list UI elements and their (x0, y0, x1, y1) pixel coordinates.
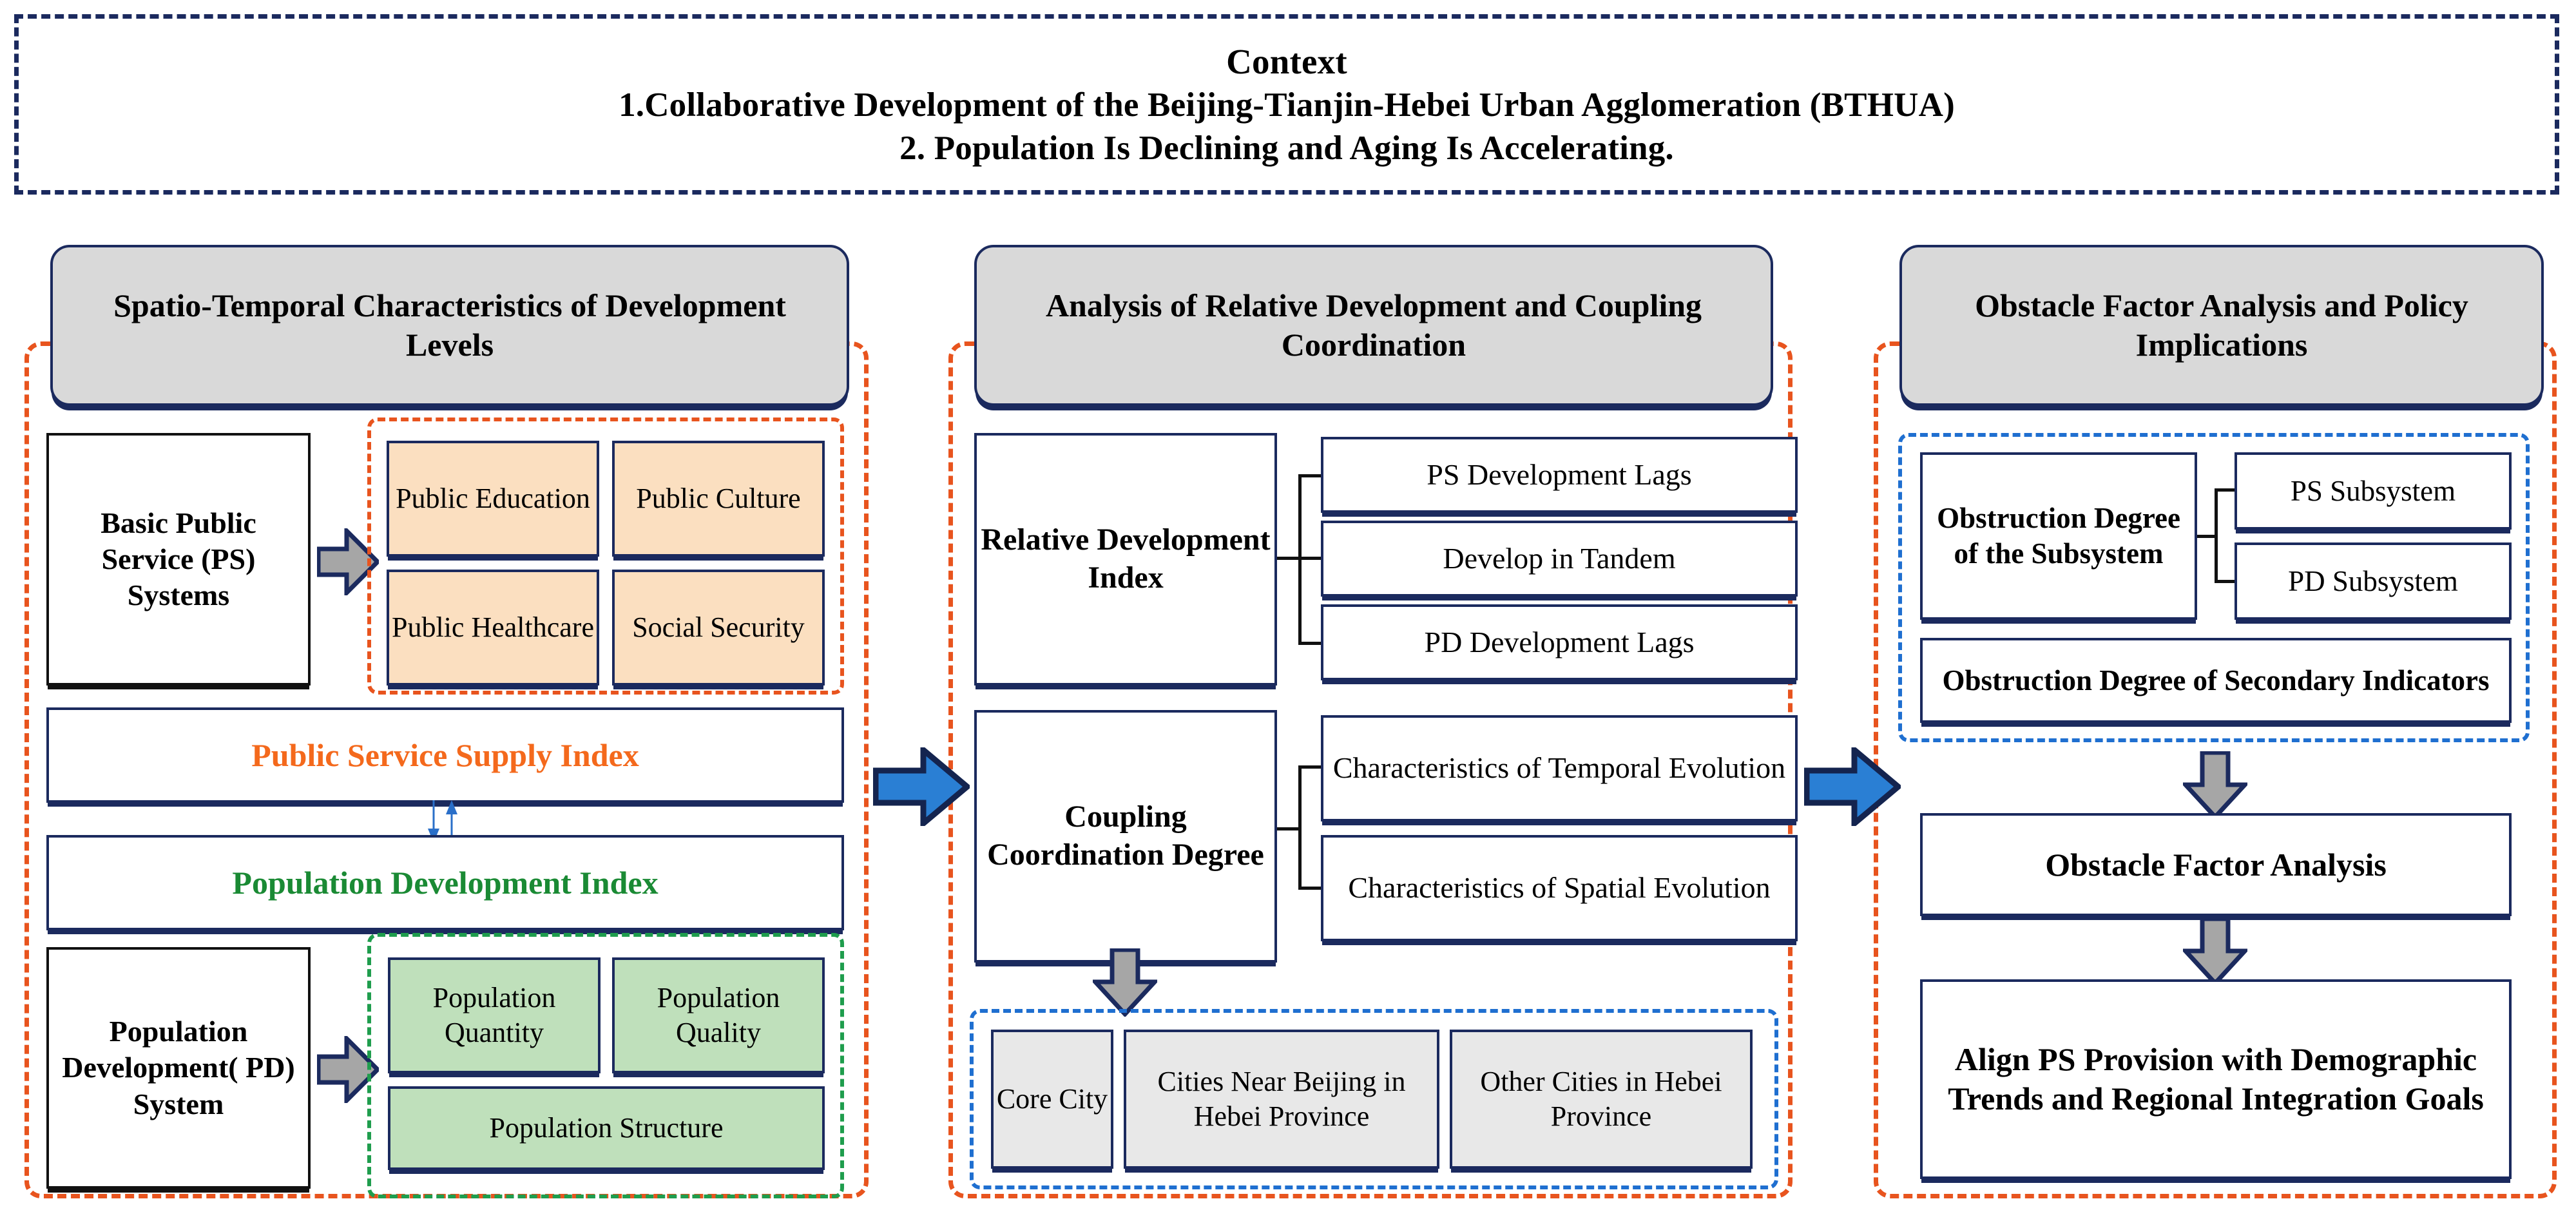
obstruction-degree-secondary-box[interactable]: Obstruction Degree of Secondary Indicato… (1920, 638, 2512, 723)
right-arrow-grey-icon (317, 528, 379, 595)
conclusion-align-ps-provision-box[interactable]: Align PS Provision with Demographic Tren… (1920, 979, 2512, 1179)
down-arrow-grey-icon (2183, 917, 2247, 986)
population-development-index-box[interactable]: Population Development Index (46, 835, 844, 930)
ps-components-group (367, 418, 844, 695)
ccd-outcome-temporal[interactable]: Characteristics of Temporal Evolution (1321, 715, 1798, 821)
ps-component-social-security[interactable]: Social Security (612, 570, 825, 686)
column-header-relative-coupling[interactable]: Analysis of Relative Development and Cou… (974, 245, 1773, 406)
right-arrow-grey-icon (317, 1036, 379, 1103)
pd-component-population-quality[interactable]: Population Quality (612, 957, 825, 1073)
ps-component-public-education[interactable]: Public Education (387, 441, 599, 557)
relative-development-index-box[interactable]: Relative Development Index (974, 433, 1277, 686)
context-banner: Context 1.Collaborative Development of t… (14, 14, 2559, 195)
obstacle-factor-analysis-box[interactable]: Obstacle Factor Analysis (1920, 813, 2512, 916)
public-service-supply-index-box[interactable]: Public Service Supply Index (46, 707, 844, 803)
pd-components-group (367, 933, 844, 1198)
pd-component-population-structure[interactable]: Population Structure (388, 1086, 825, 1170)
ps-component-public-healthcare[interactable]: Public Healthcare (387, 570, 599, 686)
rdi-outcome-tandem[interactable]: Develop in Tandem (1321, 521, 1798, 597)
population-development-index-label: Population Development Index (232, 864, 658, 901)
context-line-2: 2. Population Is Declining and Aging Is … (899, 129, 1674, 167)
rdi-outcome-ps-lags[interactable]: PS Development Lags (1321, 437, 1798, 513)
column-header-obstacle-policy[interactable]: Obstacle Factor Analysis and Policy Impl… (1899, 245, 2544, 406)
down-arrow-grey-icon (2183, 751, 2247, 820)
down-arrow-grey-icon (1093, 948, 1157, 1017)
public-service-supply-index-label: Public Service Supply Index (251, 736, 639, 773)
right-arrow-blue-icon (1804, 747, 1901, 826)
ps-system-box[interactable]: Basic Public Service (PS) Systems (46, 433, 311, 686)
obstruction-degree-group (1898, 433, 2530, 742)
subsystem-ps-box[interactable]: PS Subsystem (2235, 452, 2512, 530)
ccd-bracket (1277, 715, 1323, 942)
city-group-core-city[interactable]: Core City (991, 1030, 1113, 1169)
context-title: Context (1226, 41, 1347, 81)
subsystem-bracket (2197, 452, 2236, 621)
right-arrow-blue-icon (873, 747, 970, 826)
pd-system-box[interactable]: Population Development( PD) System (46, 947, 311, 1189)
ccd-outcome-spatial[interactable]: Characteristics of Spatial Evolution (1321, 835, 1798, 941)
ps-component-public-culture[interactable]: Public Culture (612, 441, 825, 557)
context-line-1: 1.Collaborative Development of the Beiji… (619, 86, 1955, 124)
subsystem-pd-box[interactable]: PD Subsystem (2235, 542, 2512, 620)
coupling-coordination-degree-box[interactable]: Coupling Coordination Degree (974, 710, 1277, 963)
obstruction-degree-subsystem-box[interactable]: Obstruction Degree of the Subsystem (1920, 452, 2197, 620)
city-group-other-hebei[interactable]: Other Cities in Hebei Province (1450, 1030, 1753, 1169)
column-header-spatio-temporal[interactable]: Spatio-Temporal Characteristics of Devel… (50, 245, 849, 406)
pd-component-population-quantity[interactable]: Population Quantity (388, 957, 601, 1073)
rdi-outcome-pd-lags[interactable]: PD Development Lags (1321, 604, 1798, 680)
city-groups-frame (970, 1009, 1778, 1189)
city-group-near-beijing[interactable]: Cities Near Beijing in Hebei Province (1124, 1030, 1439, 1169)
rdi-bracket (1277, 437, 1323, 682)
